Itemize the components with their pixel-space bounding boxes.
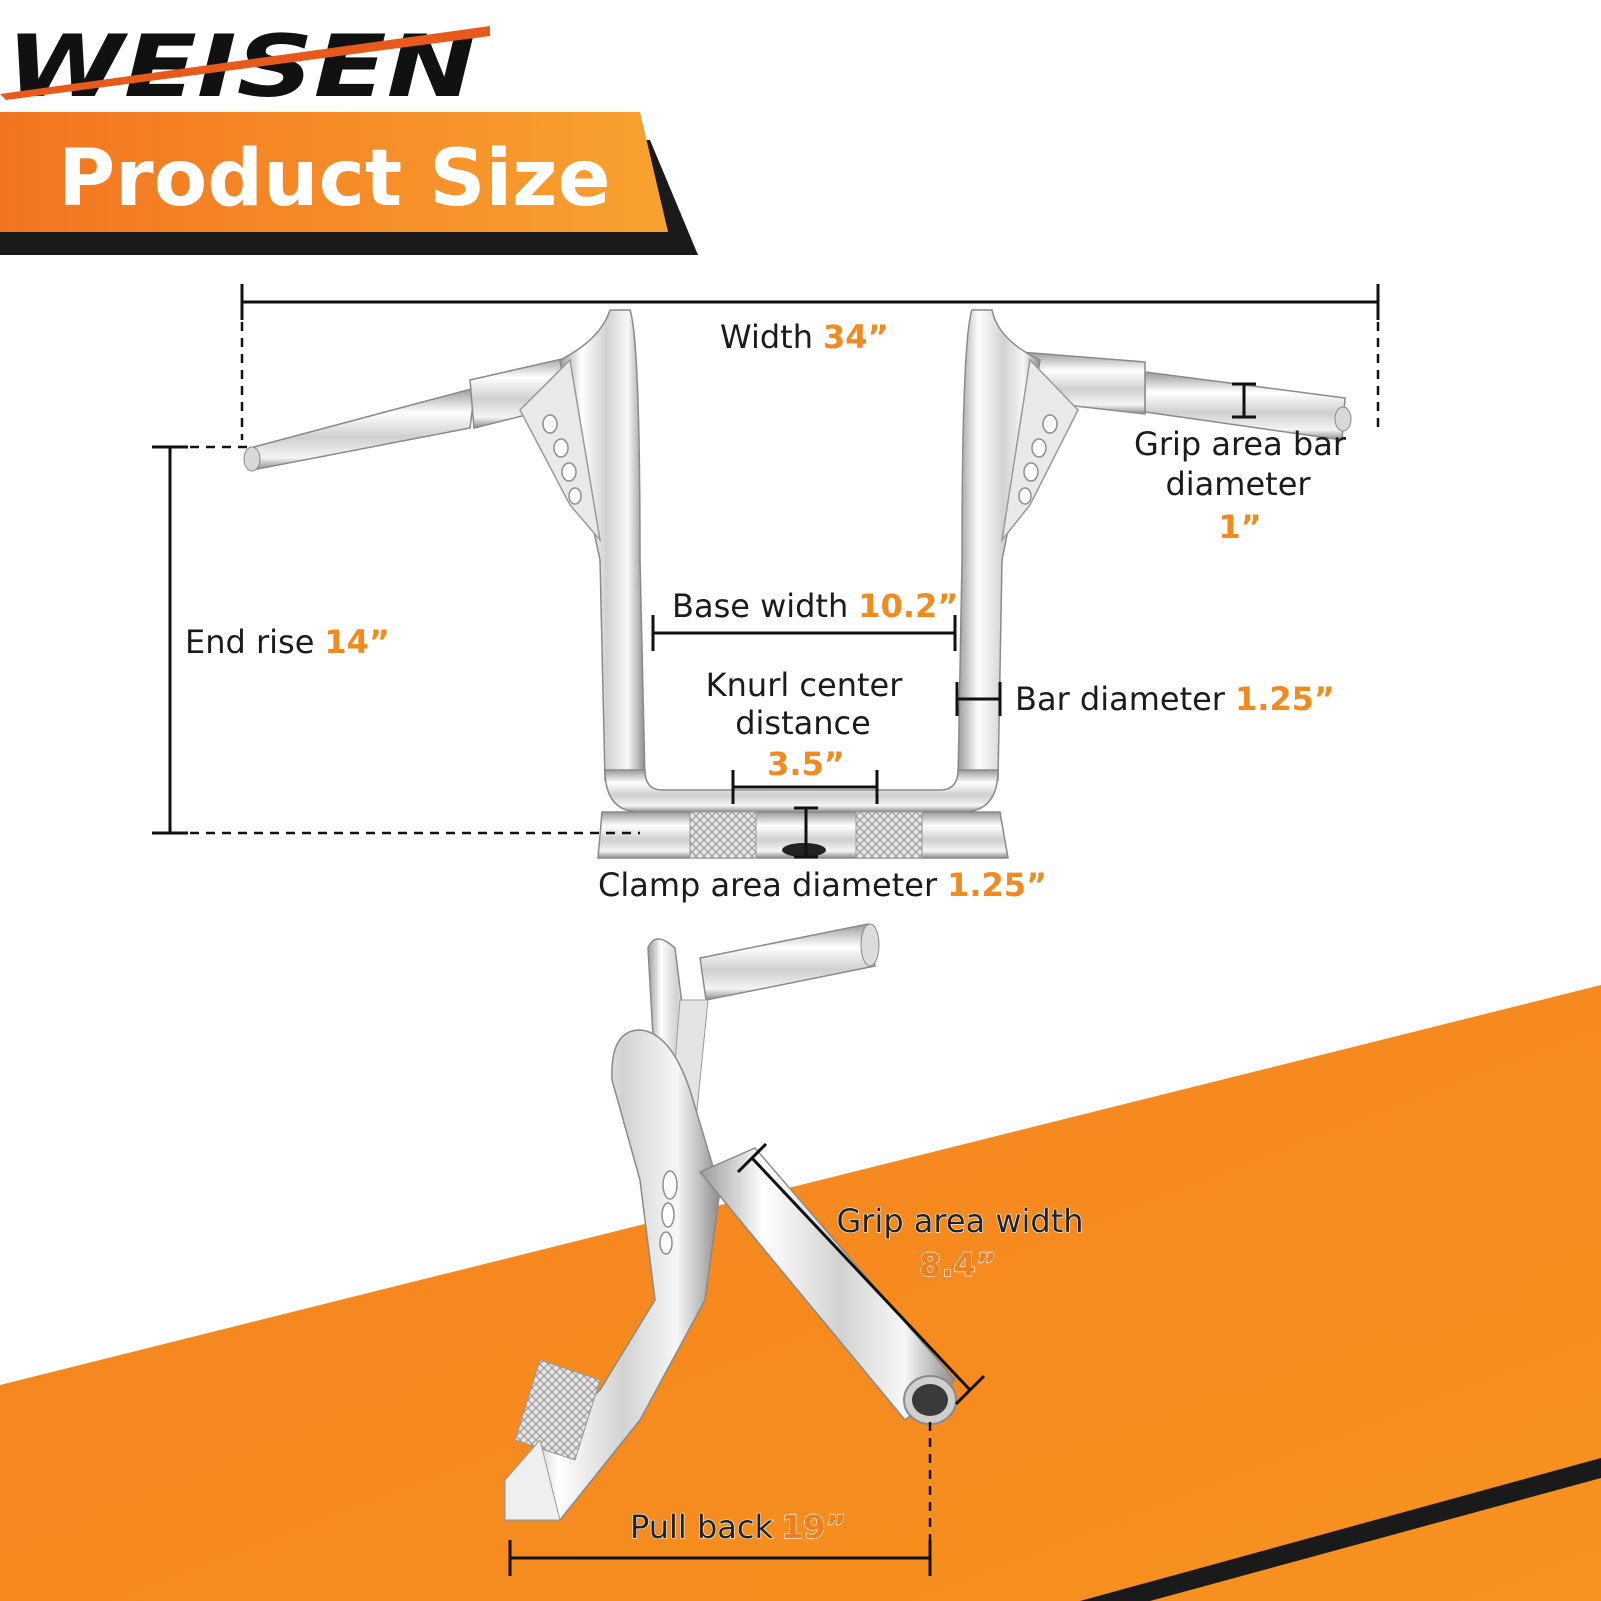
- pull-back-label: Pull back: [630, 1508, 773, 1546]
- grip-bar-diameter-label-2: diameter: [1165, 465, 1311, 503]
- handlebar-front-view: [243, 309, 1352, 859]
- handlebar-side-view: [504, 923, 957, 1521]
- label-knurl-center-distance: Knurl center distance 3.5”: [706, 666, 904, 783]
- knurl-center-value: 3.5”: [767, 745, 845, 783]
- label-base-width: Base width 10.2”: [672, 587, 958, 625]
- pull-back-value: 19”: [781, 1508, 847, 1546]
- width-label: Width: [720, 318, 813, 356]
- logo-swoosh-icon: [0, 26, 490, 100]
- clamp-area-diameter-value: 1.25”: [947, 866, 1047, 904]
- end-rise-value: 14”: [324, 623, 390, 661]
- base-width-value: 10.2”: [858, 587, 958, 625]
- width-value: 34”: [823, 318, 889, 356]
- clamp-area-diameter-label: Clamp area diameter: [598, 866, 938, 904]
- bar-diameter-value: 1.25”: [1235, 680, 1335, 718]
- end-rise-label: End rise: [185, 623, 314, 661]
- bar-diameter-label: Bar diameter: [1015, 680, 1226, 718]
- label-width: Width 34”: [720, 318, 889, 356]
- knurl-center-label-1: Knurl center: [706, 666, 904, 704]
- label-end-rise: End rise 14”: [185, 623, 390, 661]
- grip-bar-diameter-label-1: Grip area bar: [1134, 425, 1347, 463]
- base-width-label: Base width: [672, 587, 848, 625]
- dimension-lines: [152, 284, 1380, 1576]
- brand-logo: WEISEN: [0, 17, 490, 117]
- header-banner: Product Size: [0, 112, 698, 255]
- label-grip-bar-diameter: Grip area bar diameter 1”: [1134, 425, 1347, 546]
- grip-area-width-label: Grip area width: [836, 1202, 1083, 1240]
- label-grip-area-width: Grip area width 8.4”: [836, 1201, 1084, 1284]
- page-title: Product Size: [58, 134, 610, 224]
- knurl-center-label-2: distance: [735, 704, 871, 742]
- grip-bar-diameter-value: 1”: [1218, 508, 1261, 546]
- grip-area-width-value: 8.4”: [919, 1246, 997, 1284]
